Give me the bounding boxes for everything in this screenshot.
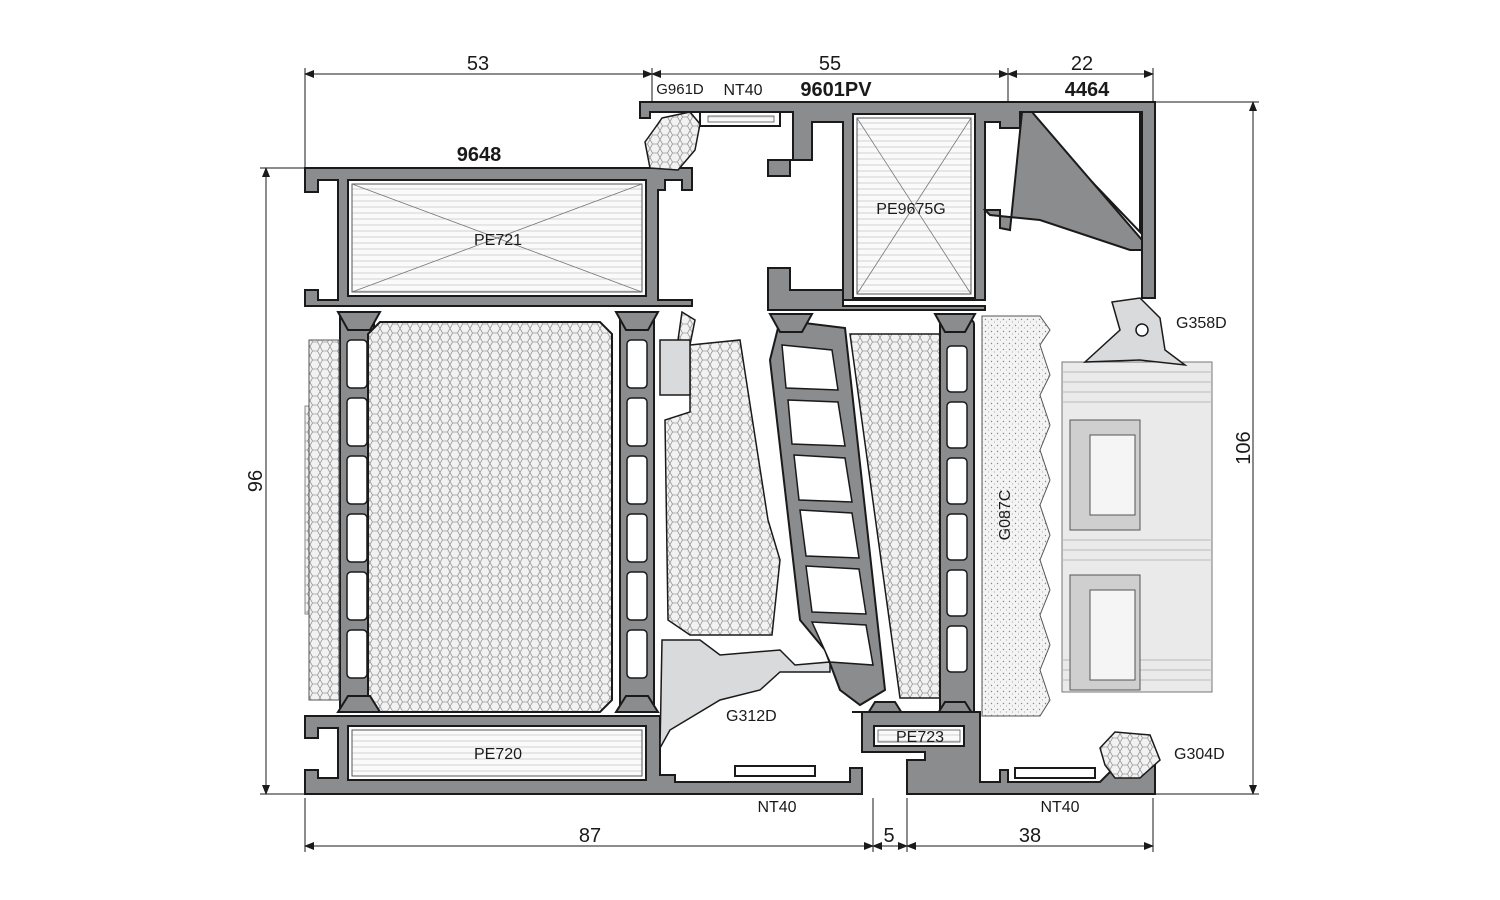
label-g358d: G358D [1176, 315, 1227, 332]
label-pe721: PE721 [474, 232, 522, 249]
sash-profile-9648 [304, 167, 863, 795]
label-nt40-bottom-right: NT40 [1040, 799, 1079, 816]
label-g304d: G304D [1174, 746, 1225, 763]
label-9648: 9648 [457, 144, 502, 166]
gasket-g087c [981, 315, 1051, 717]
label-pe9675g: PE9675G [876, 201, 945, 218]
label-pe723: PE723 [896, 729, 944, 746]
dimension-lines [260, 68, 1259, 852]
label-9601pv: 9601PV [800, 79, 872, 101]
dim-height-left: 96 [245, 470, 267, 492]
label-nt40-top: NT40 [723, 82, 762, 99]
gasket-g961d [644, 111, 701, 171]
dimension-labels: 53 55 22 87 5 38 96 106 [245, 53, 1255, 847]
gasket-g358d [1082, 297, 1188, 367]
hardware-block [1061, 361, 1213, 693]
gasket-g304d [1099, 731, 1161, 779]
label-nt40-bottom-left: NT40 [757, 799, 796, 816]
dim-top-mid: 55 [819, 53, 841, 75]
frame-profile-9601pv [639, 101, 1156, 311]
dim-bottom-left: 87 [579, 825, 601, 847]
part-labels: G961D NT40 PE9675G PE721 G358D G087C G31… [474, 81, 1227, 816]
label-g961d: G961D [656, 81, 704, 98]
dim-height-right: 106 [1233, 431, 1255, 464]
dim-top-right: 22 [1071, 53, 1093, 75]
label-pe720: PE720 [474, 746, 522, 763]
dim-bottom-right: 38 [1019, 825, 1041, 847]
inner-sash-profile [768, 313, 977, 721]
dim-bottom-mid: 5 [883, 825, 894, 847]
profile-labels: 9648 9601PV 4464 [457, 79, 1110, 166]
dim-top-left: 53 [467, 53, 489, 75]
label-g087c: G087C [997, 490, 1014, 541]
label-g312d: G312D [726, 708, 777, 725]
label-4464: 4464 [1065, 79, 1110, 101]
gasket-g312d [659, 310, 831, 749]
